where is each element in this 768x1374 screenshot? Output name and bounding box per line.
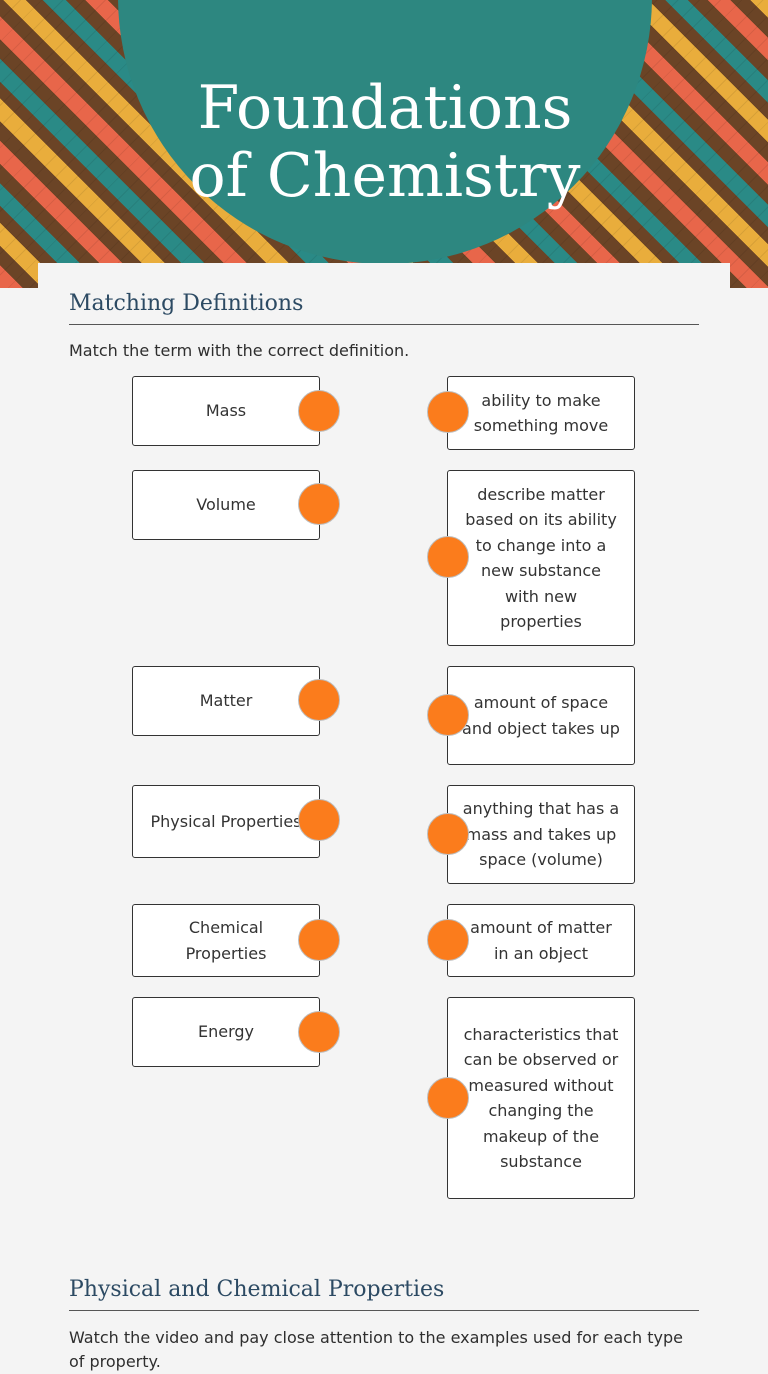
definition-box-6[interactable]: characteristics that can be observed or … — [447, 997, 635, 1199]
term-box-energy[interactable]: Energy — [132, 997, 320, 1067]
section-title-matching: Matching Definitions — [69, 291, 699, 325]
term-box-mass[interactable]: Mass — [132, 376, 320, 446]
term-connector-dot-energy[interactable] — [298, 1011, 340, 1053]
properties-instruction: Watch the video and pay close attention … — [69, 1328, 683, 1371]
definition-box-4[interactable]: anything that has a mass and takes up sp… — [447, 785, 635, 884]
definition-connector-dot-4[interactable] — [427, 813, 469, 855]
definition-connector-dot-6[interactable] — [427, 1077, 469, 1119]
definition-box-1[interactable]: ability to make something move — [447, 376, 635, 450]
section-title-properties: Physical and Chemical Properties — [69, 1277, 699, 1311]
definition-connector-dot-2[interactable] — [427, 536, 469, 578]
definition-box-5[interactable]: amount of matter in an object — [447, 904, 635, 977]
page-title: Foundations of Chemistry — [118, 74, 652, 210]
definition-box-2[interactable]: describe matter based on its ability to … — [447, 470, 635, 646]
term-connector-dot-volume[interactable] — [298, 483, 340, 525]
term-box-chemical-properties[interactable]: Chemical Properties — [132, 904, 320, 977]
definition-connector-dot-3[interactable] — [427, 694, 469, 736]
worksheet-card: Matching Definitions Match the term with… — [38, 263, 730, 1373]
term-connector-dot-physical[interactable] — [298, 799, 340, 841]
term-box-volume[interactable]: Volume — [132, 470, 320, 540]
matching-instruction: Match the term with the correct definiti… — [69, 341, 410, 360]
definition-connector-dot-5[interactable] — [427, 919, 469, 961]
definition-box-3[interactable]: amount of space and object takes up — [447, 666, 635, 765]
term-connector-dot-matter[interactable] — [298, 679, 340, 721]
term-connector-dot-mass[interactable] — [298, 390, 340, 432]
title-line-2: of Chemistry — [189, 141, 581, 211]
term-connector-dot-chemical[interactable] — [298, 919, 340, 961]
definition-connector-dot-1[interactable] — [427, 391, 469, 433]
term-box-physical-properties[interactable]: Physical Properties — [132, 785, 320, 858]
header-banner: Foundations of Chemistry — [0, 0, 768, 288]
title-line-1: Foundations — [197, 73, 573, 143]
term-box-matter[interactable]: Matter — [132, 666, 320, 736]
